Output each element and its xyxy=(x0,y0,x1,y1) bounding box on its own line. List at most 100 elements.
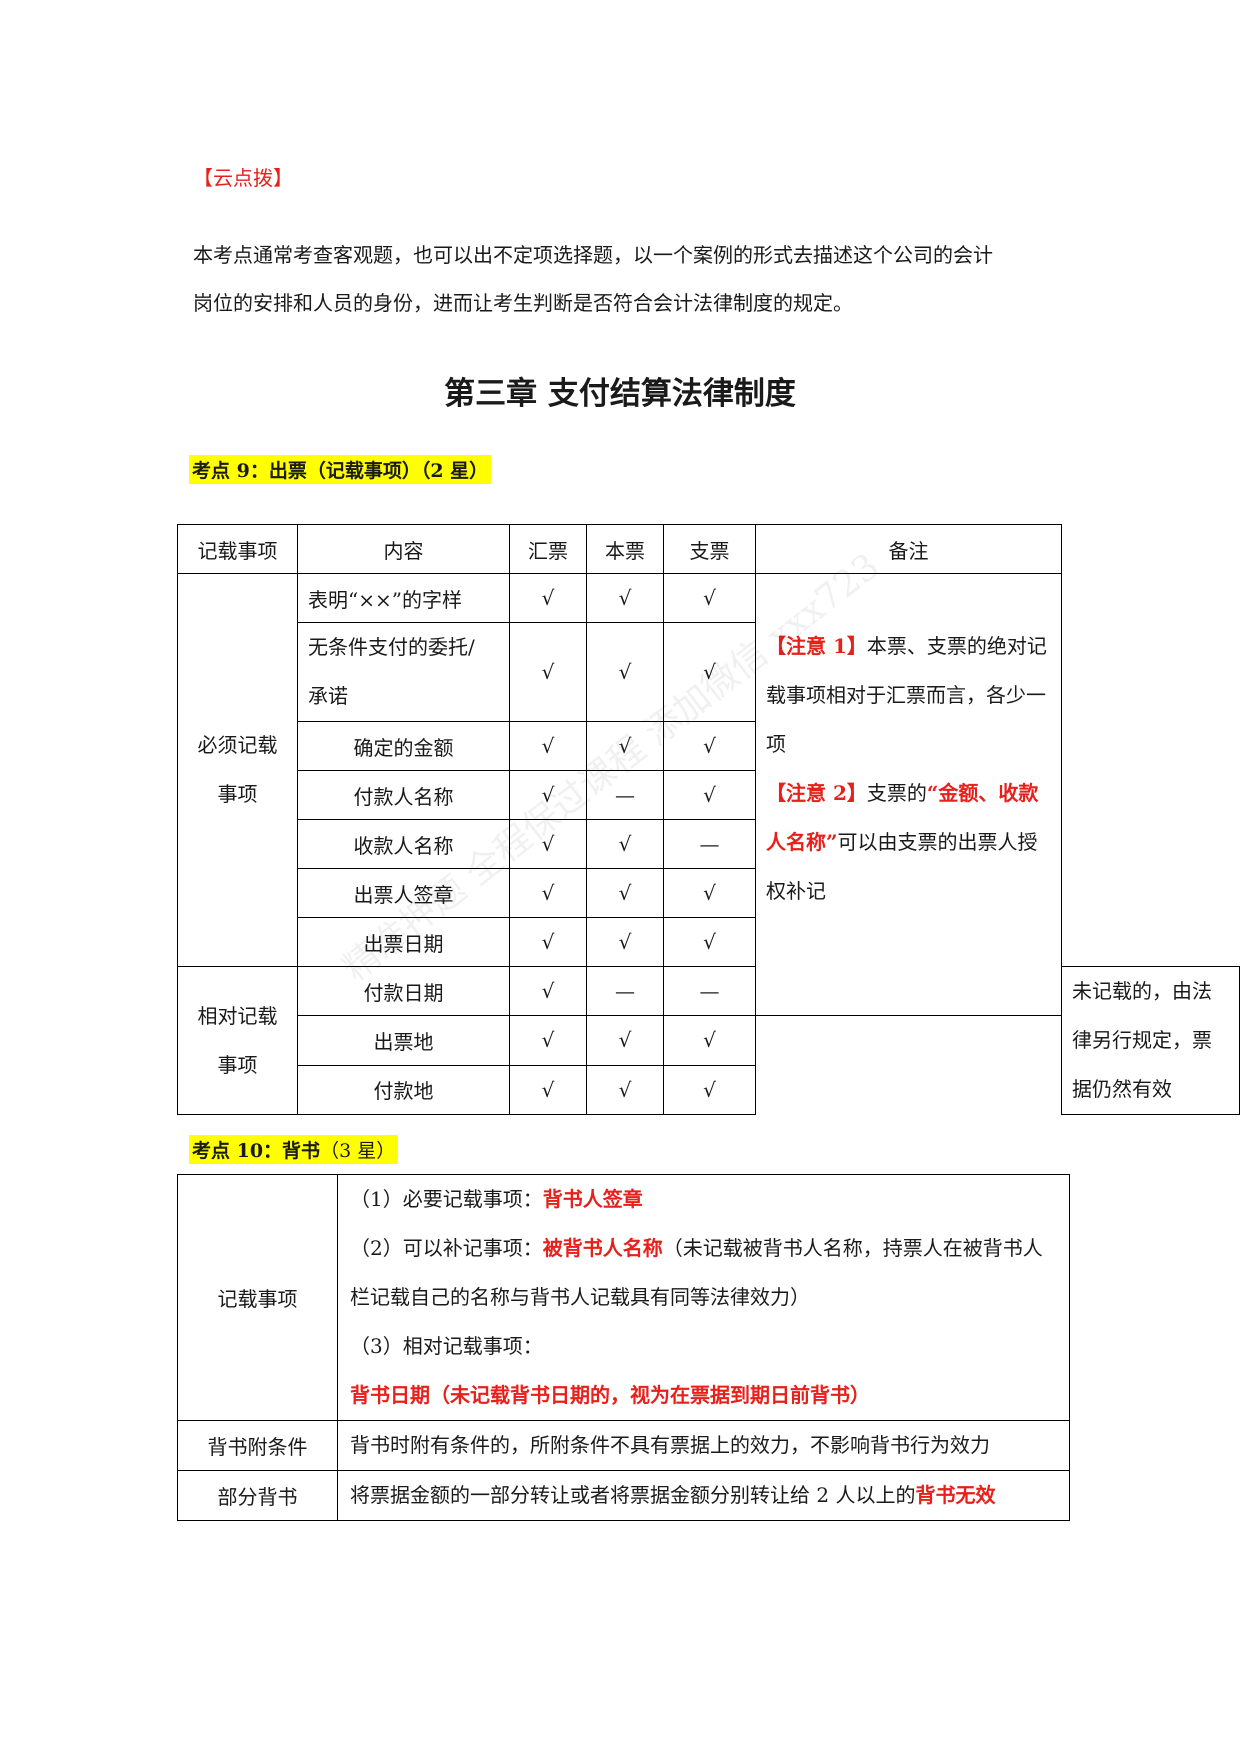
issuance-items-table: 记载事项 内容 汇票 本票 支票 备注 必须记载事项 表明“××”的字样 √ √… xyxy=(177,524,1240,1116)
item-1-highlight: 背书人签章 xyxy=(542,1187,643,1211)
check-cell: — xyxy=(586,770,664,820)
note-1-text: 本票、支票的绝对记载事项相对于汇票而言，各少一项 xyxy=(766,634,1047,756)
section-10-title: 考点 10：背书（3 星） xyxy=(189,1135,399,1164)
group-required-cell: 必须记载事项 xyxy=(177,573,298,967)
row-label: 部分背书 xyxy=(177,1470,338,1521)
table-row: 必须记载事项 表明“××”的字样 √ √ √ 【注意 1】本票、支票的绝对记载事… xyxy=(177,572,1240,1017)
check-cell: √ xyxy=(663,868,756,918)
endorsement-table: 记载事项 （1）必要记载事项：背书人签章 （2）可以补记事项：被背书人名称（未记… xyxy=(177,1174,1070,1521)
check-cell: √ xyxy=(586,622,664,722)
section-10-title-bold: 考点 10：背书 xyxy=(192,1140,321,1162)
row-content: 背书时附有条件的，所附条件不具有票据上的效力，不影响背书行为效力 xyxy=(337,1420,1070,1471)
check-cell: √ xyxy=(663,1064,756,1116)
content-cell: 确定的金额 xyxy=(297,721,510,771)
note-1-tag: 【注意 1】 xyxy=(766,634,867,658)
content-cell: 出票地 xyxy=(297,1015,510,1066)
table-row: 出票人签章 √ √ √ xyxy=(178,868,1240,918)
table-header-row: 记载事项 内容 汇票 本票 支票 备注 xyxy=(177,524,1240,574)
content-cell: 收款人名称 xyxy=(297,819,510,869)
table-row: 相对记载事项 付款日期 √ — — 未记载的，由法律另行规定，票据仍然有效 xyxy=(177,965,1240,1115)
note-relative-cell: 未记载的，由法律另行规定，票据仍然有效 xyxy=(1061,966,1240,1115)
group-label: 必须记载 xyxy=(197,733,278,757)
check-cell: √ xyxy=(509,573,587,623)
content-cell: 付款日期 xyxy=(297,965,510,1017)
header-cell: 本票 xyxy=(586,524,664,574)
item-2-pre: （2）可以补记事项： xyxy=(350,1236,543,1260)
header-cell: 备注 xyxy=(755,524,1062,574)
section-9-title: 考点 9：出票（记载事项）（2 星） xyxy=(189,455,492,484)
table-row: 确定的金额 √ √ √ xyxy=(178,721,1240,771)
item-2-post: （未记载被背书人名称，持票人在被背书人栏记载自己的名称与背书人记载具有同等法律效… xyxy=(350,1236,1043,1309)
group-relative-cell: 相对记载事项 xyxy=(177,966,298,1115)
note-2-post: 可以由支票的出票人授权补记 xyxy=(766,830,1038,903)
header-cell: 支票 xyxy=(663,524,756,574)
check-cell: √ xyxy=(509,868,587,918)
intro-line-2: 岗位的安排和人员的身份，进而让考生判断是否符合会计法律制度的规定。 xyxy=(193,291,853,315)
content-cell: 无条件支付的委托/承诺 xyxy=(297,622,510,722)
row-content: （1）必要记载事项：背书人签章 （2）可以补记事项：被背书人名称（未记载被背书人… xyxy=(337,1174,1070,1421)
content-line: 无条件支付的委托/ xyxy=(308,635,475,659)
table-row: 出票日期 √ √ √ xyxy=(178,917,1240,967)
item-3-highlight: 背书日期（未记载背书日期的，视为在票据到期日前背书） xyxy=(350,1383,870,1407)
note-2-pre: 支票的 xyxy=(866,781,927,805)
section-10-title-rest: （3 星） xyxy=(320,1140,396,1162)
note-2-tag: 【注意 2】 xyxy=(766,781,867,805)
check-cell: √ xyxy=(586,1064,664,1116)
row-label: 记载事项 xyxy=(177,1174,338,1421)
row-content: 将票据金额的一部分转让或者将票据金额分别转让给 2 人以上的背书无效 xyxy=(337,1470,1070,1521)
check-cell: — xyxy=(663,819,756,869)
header-cell: 内容 xyxy=(297,524,510,574)
check-cell: √ xyxy=(509,721,587,771)
row3-pre: 将票据金额的一部分转让或者将票据金额分别转让给 2 人以上的 xyxy=(350,1483,916,1507)
group-label: 事项 xyxy=(217,1052,258,1077)
check-cell: √ xyxy=(509,917,587,967)
content-cell: 付款地 xyxy=(297,1064,510,1116)
table-row: 无条件支付的委托/承诺 √ √ √ xyxy=(178,622,1240,722)
item-2-highlight: 被背书人名称 xyxy=(542,1236,663,1260)
check-cell: √ xyxy=(509,770,587,820)
check-cell: √ xyxy=(509,965,587,1017)
chapter-title: 第三章 支付结算法律制度 xyxy=(444,376,796,412)
item-1-pre: （1）必要记载事项： xyxy=(350,1187,543,1211)
header-cell: 记载事项 xyxy=(177,524,298,574)
check-cell: √ xyxy=(509,1064,587,1116)
content-cell: 表明“××”的字样 xyxy=(297,573,510,623)
row-label: 背书附条件 xyxy=(177,1420,338,1471)
content-line: 承诺 xyxy=(308,684,348,708)
item-3-pre: （3）相对记载事项： xyxy=(350,1334,543,1358)
content-cell: 出票人签章 xyxy=(297,868,510,918)
note-2-highlight: “金额、收款人名称” xyxy=(766,781,1039,854)
check-cell: √ xyxy=(663,721,756,771)
intro-line-1: 本考点通常考查客观题，也可以出不定项选择题，以一个案例的形式去描述这个公司的会计 xyxy=(193,243,993,267)
content-cell: 出票日期 xyxy=(297,917,510,967)
group-label: 相对记载 xyxy=(197,1003,278,1028)
content-cell: 付款人名称 xyxy=(297,770,510,820)
check-cell: √ xyxy=(663,622,756,722)
group-label: 事项 xyxy=(217,782,258,806)
check-cell: √ xyxy=(509,819,587,869)
check-cell: √ xyxy=(663,1015,756,1066)
table-row: 出票地 √ √ √ xyxy=(178,1015,1240,1066)
check-cell: √ xyxy=(663,573,756,623)
check-cell: √ xyxy=(586,868,664,918)
table-row: 背书附条件 背书时附有条件的，所附条件不具有票据上的效力，不影响背书行为效力 xyxy=(177,1420,1070,1471)
check-cell: √ xyxy=(663,770,756,820)
check-cell: √ xyxy=(586,819,664,869)
check-cell: — xyxy=(586,965,664,1017)
tip-heading: 【云点拨】 xyxy=(193,166,293,190)
row3-highlight: 背书无效 xyxy=(915,1483,996,1507)
check-cell: √ xyxy=(586,1015,664,1066)
note-required-cell: 【注意 1】本票、支票的绝对记载事项相对于汇票而言，各少一项 【注意 2】支票的… xyxy=(755,572,1062,1017)
table-row: 付款地 √ √ √ xyxy=(178,1064,1240,1116)
table-row: 付款人名称 √ — √ xyxy=(178,770,1240,820)
table-row: 部分背书 将票据金额的一部分转让或者将票据金额分别转让给 2 人以上的背书无效 xyxy=(177,1470,1070,1521)
check-cell: √ xyxy=(509,1015,587,1066)
check-cell: √ xyxy=(663,917,756,967)
table-row: 记载事项 （1）必要记载事项：背书人签章 （2）可以补记事项：被背书人名称（未记… xyxy=(177,1174,1070,1421)
check-cell: — xyxy=(663,965,756,1017)
header-cell: 汇票 xyxy=(509,524,587,574)
check-cell: √ xyxy=(509,622,587,722)
check-cell: √ xyxy=(586,573,664,623)
check-cell: √ xyxy=(586,917,664,967)
table-row: 收款人名称 √ √ — xyxy=(178,819,1240,869)
